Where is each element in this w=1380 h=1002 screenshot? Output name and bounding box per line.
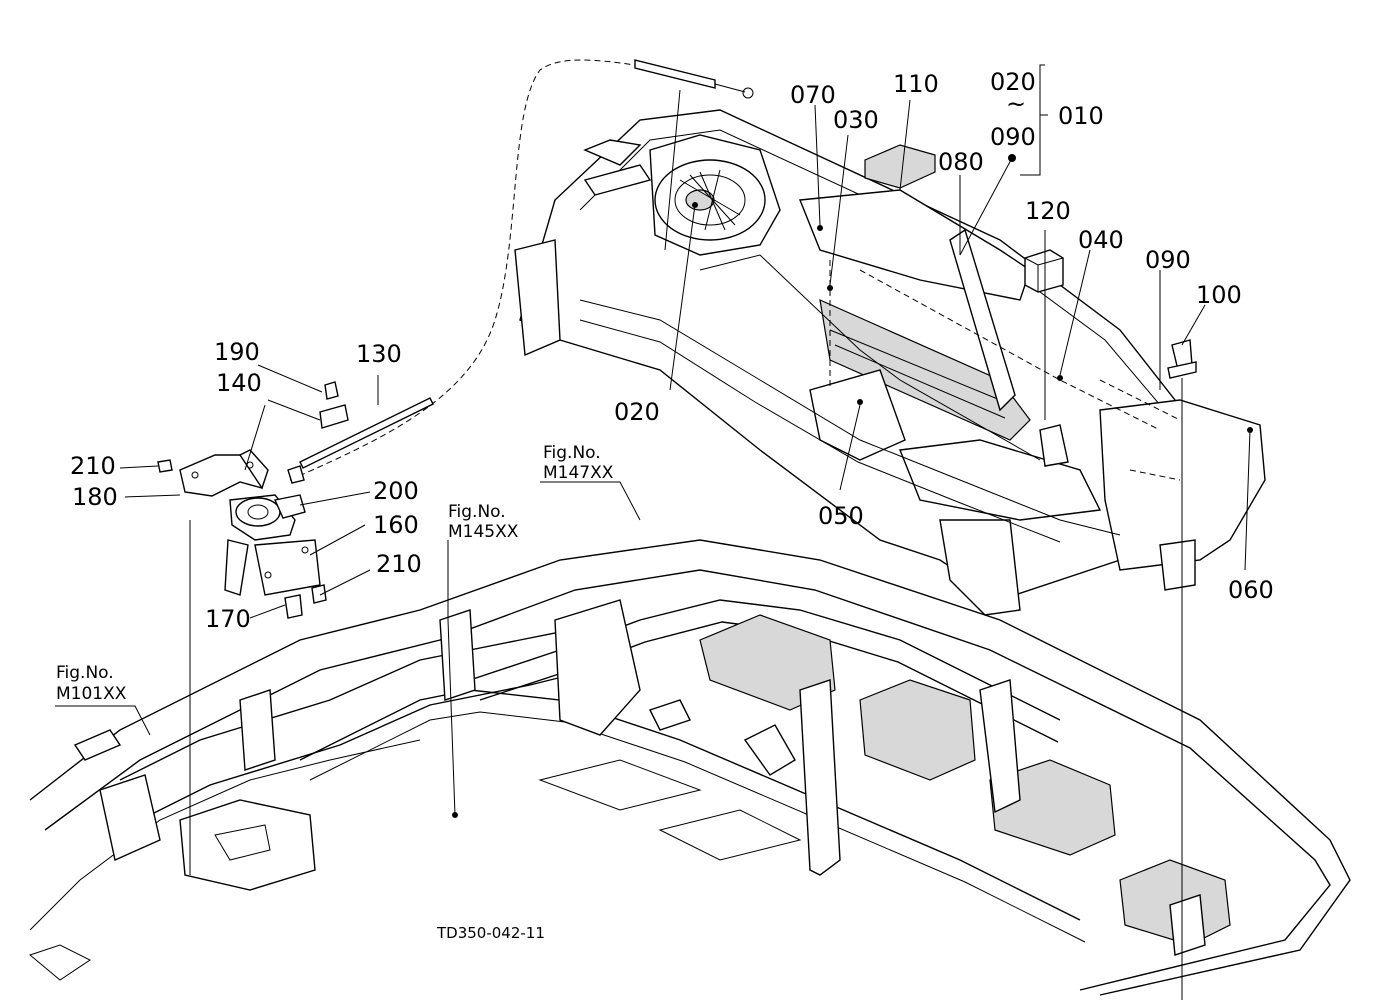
label-030: 030 — [833, 106, 879, 134]
label-190: 190 — [214, 338, 260, 366]
fig-ref-m145-code: M145XX — [448, 522, 519, 542]
drawing-code: TD350-042-11 — [436, 924, 545, 942]
label-040: 040 — [1078, 226, 1124, 254]
label-110: 110 — [893, 70, 939, 98]
hvac-unit-assembly — [514, 109, 1266, 616]
label-160: 160 — [373, 511, 419, 539]
label-130: 130 — [356, 340, 402, 368]
fig-ref-m147-title: Fig.No. — [543, 443, 601, 463]
control-cable-130 — [289, 59, 754, 481]
label-100: 100 — [1196, 281, 1242, 309]
label-060: 060 — [1228, 576, 1274, 604]
label-210-upper: 210 — [70, 452, 116, 480]
label-050: 050 — [818, 502, 864, 530]
label-170: 170 — [205, 605, 251, 633]
water-valve-assembly — [157, 381, 349, 875]
label-070: 070 — [790, 81, 836, 109]
fig-ref-m101-code: M101XX — [56, 684, 127, 704]
fig-ref-m147-code: M147XX — [543, 463, 614, 483]
label-020-range-start: 020 — [990, 68, 1036, 96]
label-090: 090 — [1145, 246, 1191, 274]
label-140: 140 — [216, 369, 262, 397]
label-120: 120 — [1025, 197, 1071, 225]
label-090-range-end: 090 — [990, 123, 1036, 151]
label-080: 080 — [938, 148, 984, 176]
label-010: 010 — [1058, 102, 1104, 130]
part-100-bolt — [1167, 339, 1197, 1000]
label-200: 200 — [373, 477, 419, 505]
part-120-cube — [1024, 249, 1064, 293]
cab-floor-frame — [28, 539, 1351, 996]
fig-ref-m101-title: Fig.No. — [56, 663, 114, 683]
label-020: 020 — [614, 398, 660, 426]
part-110-pad — [864, 144, 936, 189]
label-210-lower: 210 — [376, 550, 422, 578]
fig-ref-m145-title: Fig.No. — [448, 502, 506, 522]
label-180: 180 — [72, 483, 118, 511]
label-range-tilde: ~ — [1006, 90, 1026, 118]
leader-lines — [55, 64, 1253, 818]
